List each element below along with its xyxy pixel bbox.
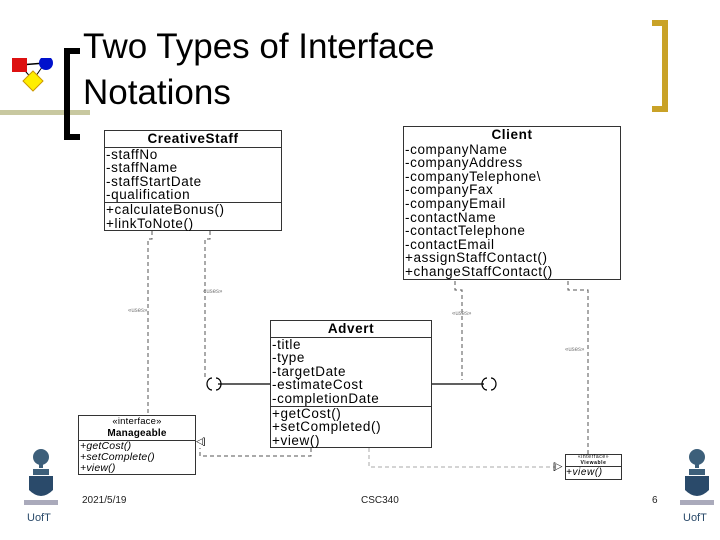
operation: +view() — [566, 467, 603, 478]
stereotype: «interface» — [577, 454, 610, 460]
uses-line-cs-manageable — [147, 231, 153, 415]
uoft-label-right: UofT — [683, 512, 707, 524]
operation: +linkToNote() — [106, 215, 194, 231]
uses-line-client-advert — [454, 281, 463, 380]
uses-label: «uses» — [203, 289, 223, 295]
attribute: -companyName — [405, 141, 508, 157]
title-rule — [0, 110, 90, 115]
operation: +view() — [272, 432, 321, 448]
uses-line-client-viewable — [567, 281, 589, 454]
attribute: -companyFax — [405, 182, 494, 198]
attribute: -staffNo — [106, 146, 158, 162]
operation: +view() — [80, 462, 116, 474]
attribute: -contactTelephone — [405, 223, 526, 239]
shapes-logo-icon — [12, 58, 53, 92]
operation: +calculateBonus() — [106, 201, 225, 217]
attribute: -staffStartDate — [106, 173, 202, 189]
interface-manageable: «interface» Manageable +getCost() +setCo… — [78, 415, 196, 475]
class-client: Client -companyName -companyAddress -com… — [403, 126, 621, 280]
class-creative-staff: CreativeStaff -staffNo -staffName -staff… — [104, 130, 282, 232]
left-bracket — [64, 48, 80, 140]
uses-label: «uses» — [452, 311, 472, 317]
attribute: -targetDate — [272, 363, 347, 379]
attribute: -contactName — [405, 209, 497, 225]
operation: +setComplete() — [80, 451, 155, 463]
operation: +getCost() — [80, 440, 132, 452]
operation: +setCompleted() — [272, 419, 382, 435]
attribute: -completionDate — [272, 390, 380, 406]
interface-name: Viewable — [566, 460, 621, 467]
operation: +assignStaffContact() — [405, 250, 548, 266]
uoft-label-left: UofT — [27, 512, 51, 524]
realization-advert-viewable — [368, 448, 555, 468]
uoft-crest-icon — [680, 449, 714, 505]
realization-arrow-icon: ◁] — [196, 436, 206, 446]
uses-label: «uses» — [128, 308, 148, 314]
attribute: -companyAddress — [405, 155, 523, 171]
uoft-crest-icon — [24, 449, 58, 505]
attribute: -companyEmail — [405, 195, 506, 211]
attribute: -qualification — [106, 187, 191, 203]
title-line-1: Two Types of Interface — [83, 27, 435, 66]
footer-course: CSC340 — [361, 495, 399, 506]
attribute: -companyTelephone\ — [405, 168, 542, 184]
socket-right-icon — [481, 377, 488, 391]
class-name: CreativeStaff — [105, 131, 281, 148]
operation: +changeStaffContact() — [405, 263, 553, 279]
attribute: -contactEmail — [405, 236, 495, 252]
socket-left-icon — [206, 377, 213, 391]
slide-title: Two Types of Interface Notations — [83, 24, 435, 116]
attribute: -staffName — [106, 160, 178, 176]
realization-advert-manageable — [199, 448, 312, 457]
attribute: -title — [272, 336, 302, 352]
operation: +getCost() — [272, 405, 342, 421]
class-advert: Advert -title -type -targetDate -estimat… — [270, 320, 432, 449]
realization-arrow-icon: [▷ — [553, 461, 563, 471]
class-name: Advert — [271, 321, 431, 338]
interface-viewable: «interface» Viewable +view() — [565, 454, 622, 480]
footer-date: 2021/5/19 — [82, 495, 127, 506]
interface-name: Manageable — [79, 427, 195, 441]
uses-line-cs-advert — [204, 231, 211, 380]
stereotype: «interface» — [112, 416, 162, 427]
right-bracket — [652, 20, 668, 112]
uses-label: «uses» — [565, 347, 585, 353]
class-name: Client — [491, 127, 533, 142]
title-line-2: Notations — [83, 73, 231, 112]
attribute: -type — [272, 350, 306, 366]
page-number: 6 — [652, 495, 658, 506]
attribute: -estimateCost — [272, 377, 364, 393]
